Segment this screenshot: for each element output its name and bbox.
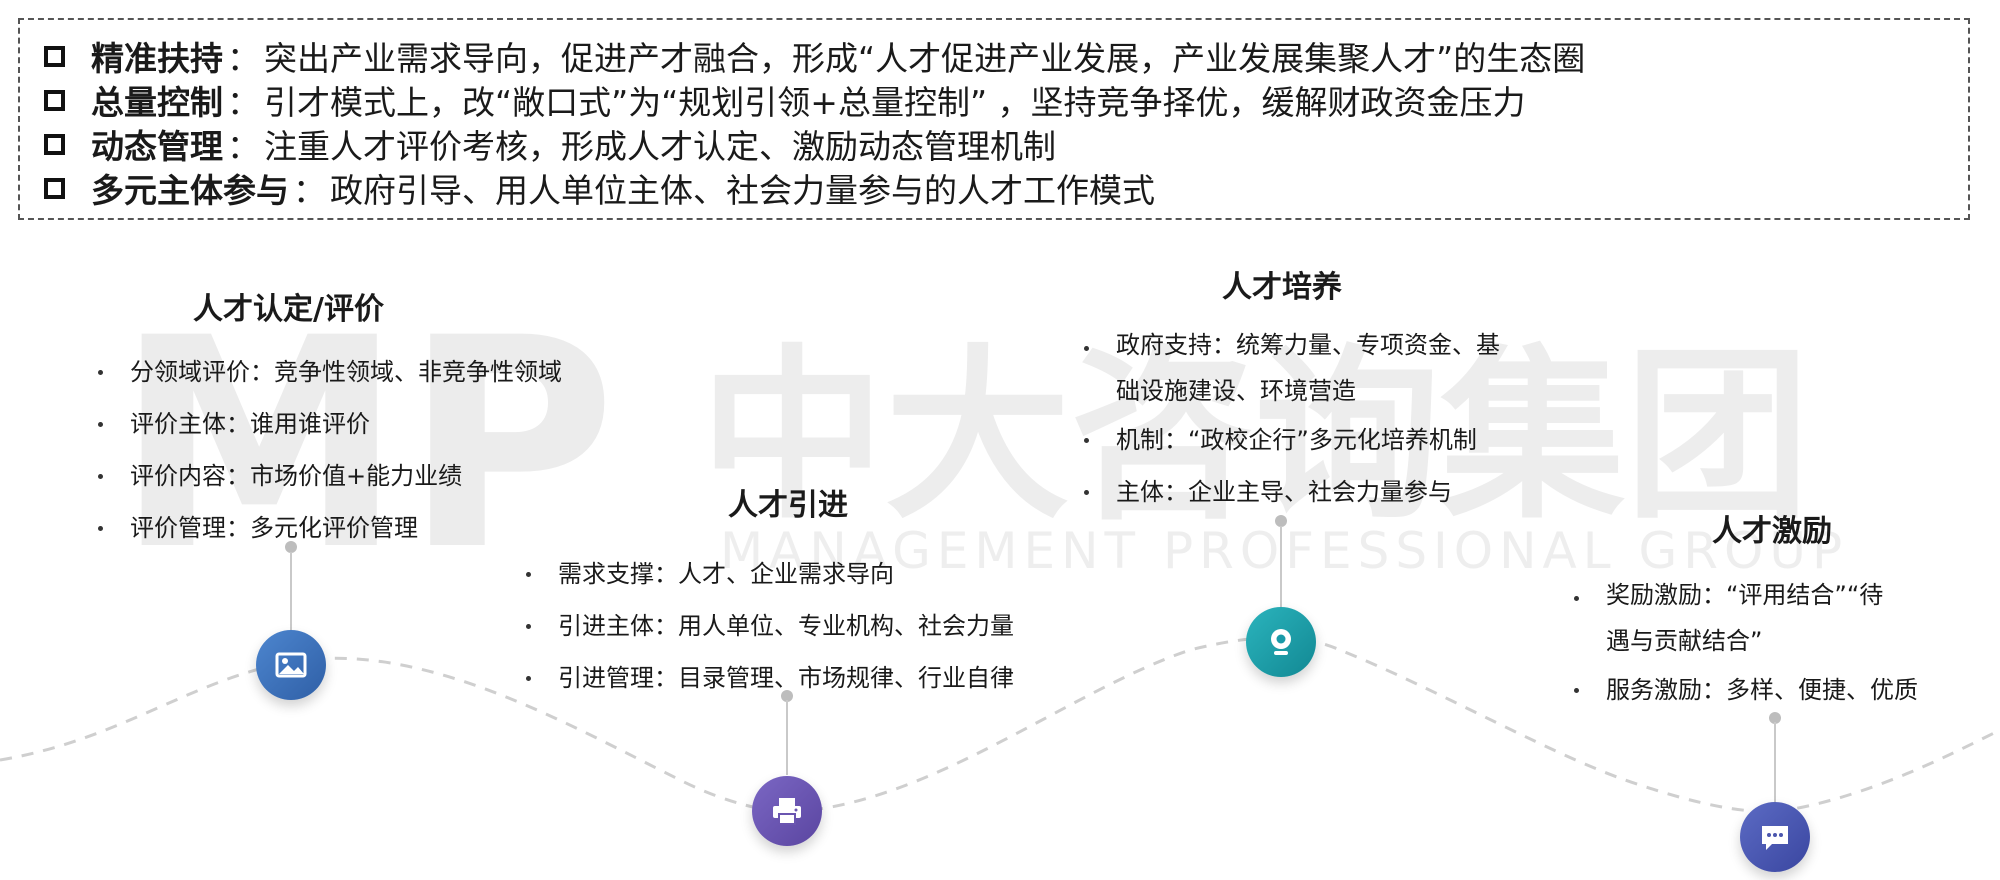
principle-separator: ：	[227, 127, 260, 166]
list-item-line: 政府支持：统筹力量、专项资金、基	[1116, 331, 1500, 359]
list-item: 奖励激励：“评用结合”“待 遇与贡献结合”	[1568, 572, 1958, 664]
list-item: 引进主体：用人单位、专业机构、社会力量	[520, 600, 1014, 652]
connector-dot	[1275, 515, 1287, 527]
list-item: 政府支持：统筹力量、专项资金、基 础设施建设、环境营造	[1078, 322, 1598, 414]
training-node[interactable]	[1246, 607, 1316, 677]
connector-dot	[781, 690, 793, 702]
principle-title: 多元主体参与	[91, 171, 289, 210]
recruitment-node[interactable]	[752, 776, 822, 846]
principle-row: 动态管理 ： 注重人才评价考核，形成人才认定、激励动态管理机制	[44, 122, 1944, 166]
checkbox-icon	[44, 45, 65, 67]
principle-row: 多元主体参与 ： 政府引导、用人单位主体、社会力量参与的人才工作模式	[44, 166, 1944, 210]
list-item: 引进管理：目录管理、市场规律、行业自律	[520, 652, 1014, 704]
principle-separator: ：	[293, 171, 326, 210]
list-item: 评价内容：市场价值+能力业绩	[92, 450, 562, 502]
section-title-evaluation: 人才认定/评价	[193, 292, 384, 327]
principles-box: 精准扶持 ： 突出产业需求导向，促进产才融合，形成“人才促进产业发展，产业发展集…	[18, 18, 1970, 220]
principle-text: 政府引导、用人单位主体、社会力量参与的人才工作模式	[330, 171, 1155, 210]
list-item: 分领域评价：竞争性领域、非竞争性领域	[92, 346, 562, 398]
connector-stem	[1280, 526, 1282, 608]
evaluation-bullets: 分领域评价：竞争性领域、非竞争性领域 评价主体：谁用谁评价 评价内容：市场价值+…	[92, 346, 562, 554]
evaluation-node[interactable]	[256, 630, 326, 700]
webcam-icon	[1271, 629, 1291, 655]
principle-row: 总量控制 ： 引才模式上，改“敞口式”为“规划引领+总量控制” ，坚持竞争择优，…	[44, 78, 1944, 122]
principle-separator: ：	[227, 39, 260, 78]
list-item: 需求支撑：人才、企业需求导向	[520, 548, 1014, 600]
connector-dot	[1769, 712, 1781, 724]
list-item: 服务激励：多样、便捷、优质	[1568, 664, 1958, 716]
image-icon	[275, 652, 307, 678]
section-title-recruitment: 人才引进	[728, 488, 848, 523]
recruitment-bullets: 需求支撑：人才、企业需求导向 引进主体：用人单位、专业机构、社会力量 引进管理：…	[520, 548, 1014, 704]
incentive-node[interactable]	[1740, 802, 1810, 872]
checkbox-icon	[44, 89, 65, 111]
list-item-line: 遇与贡献结合”	[1606, 627, 1763, 655]
chat-icon	[1762, 826, 1788, 850]
list-item: 评价主体：谁用谁评价	[92, 398, 562, 450]
connector-stem	[290, 552, 292, 632]
connector-stem	[786, 700, 788, 775]
list-item-line: 础设施建设、环境营造	[1116, 377, 1356, 405]
list-item: 机制：“政校企行”多元化培养机制	[1078, 414, 1598, 466]
connector-dot	[285, 541, 297, 553]
principle-title: 动态管理	[91, 127, 223, 166]
section-title-incentive: 人才激励	[1712, 514, 1832, 549]
checkbox-icon	[44, 133, 65, 155]
printer-icon	[773, 798, 801, 825]
principle-text: 突出产业需求导向，促进产才融合，形成“人才促进产业发展，产业发展集聚人才”的生态…	[264, 39, 1586, 78]
principle-separator: ：	[227, 83, 260, 122]
training-bullets: 政府支持：统筹力量、专项资金、基 础设施建设、环境营造 机制：“政校企行”多元化…	[1078, 322, 1598, 518]
checkbox-icon	[44, 177, 65, 199]
incentive-bullets: 奖励激励：“评用结合”“待 遇与贡献结合” 服务激励：多样、便捷、优质	[1568, 572, 1958, 716]
principle-text: 引才模式上，改“敞口式”为“规划引领+总量控制” ，坚持竞争择优，缓解财政资金压…	[264, 83, 1526, 122]
principle-text: 注重人才评价考核，形成人才认定、激励动态管理机制	[264, 127, 1056, 166]
list-item: 评价管理：多元化评价管理	[92, 502, 562, 554]
connector-stem	[1774, 722, 1776, 802]
principle-row: 精准扶持 ： 突出产业需求导向，促进产才融合，形成“人才促进产业发展，产业发展集…	[44, 34, 1944, 78]
principle-title: 精准扶持	[91, 39, 223, 78]
principle-title: 总量控制	[91, 83, 223, 122]
list-item-line: 奖励激励：“评用结合”“待	[1606, 581, 1884, 609]
section-title-training: 人才培养	[1222, 270, 1342, 305]
list-item: 主体：企业主导、社会力量参与	[1078, 466, 1598, 518]
